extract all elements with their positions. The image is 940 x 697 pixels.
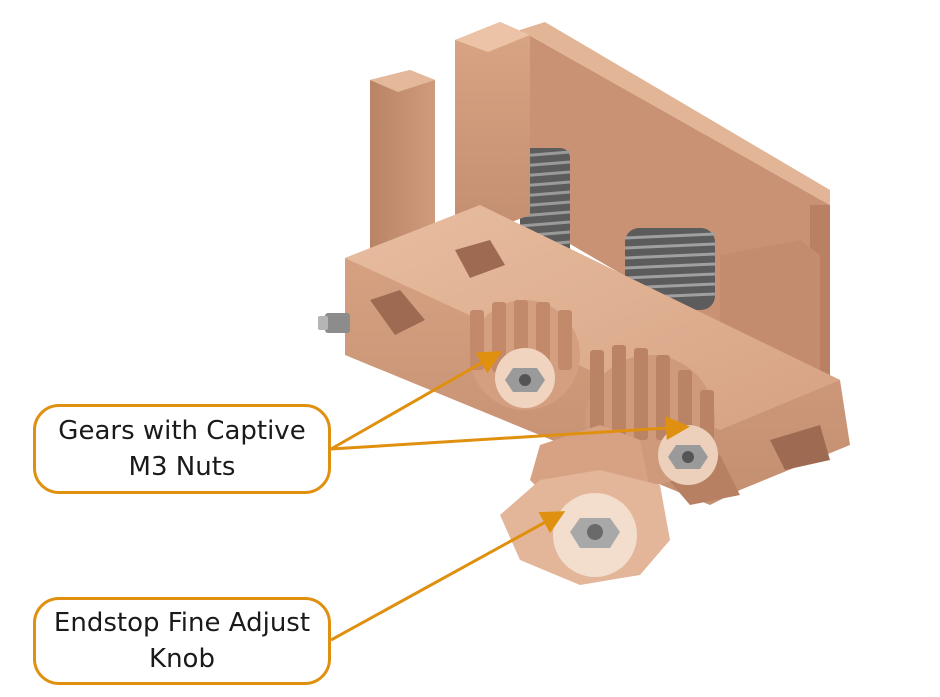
gear-upper <box>470 300 580 410</box>
arrow-to-knob <box>330 511 566 642</box>
arrow-to-upper-gear <box>330 351 503 451</box>
adjust-knob <box>500 425 670 585</box>
gears-callout: Gears with Captive M3 Nuts <box>33 404 331 494</box>
side-bolt <box>318 313 350 333</box>
knob-callout: Endstop Fine Adjust Knob <box>33 597 331 685</box>
callout-arrows <box>330 351 690 642</box>
arrow-to-middle-gear <box>330 416 690 451</box>
